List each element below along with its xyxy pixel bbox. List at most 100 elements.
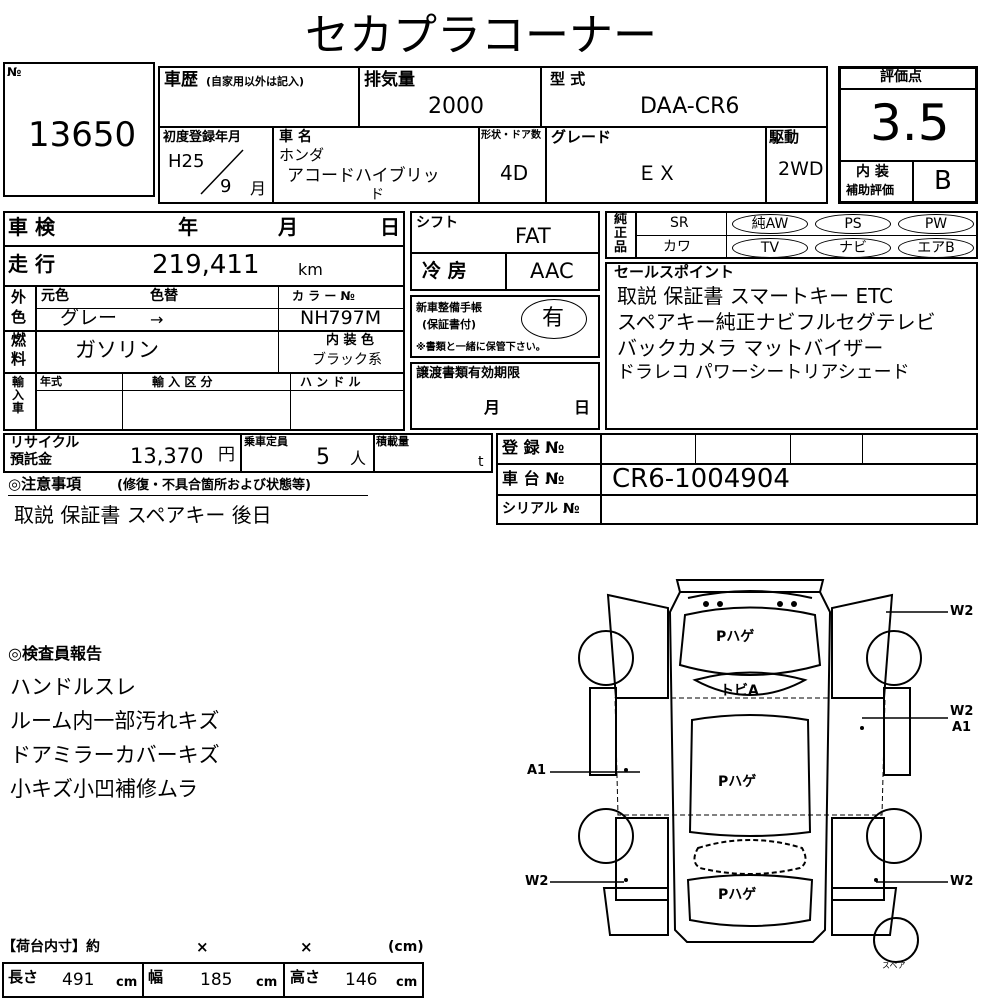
damage-hood: トビA [720,683,759,699]
drive-label: 駆動 [769,128,800,146]
first-reg-era: H25 [168,151,205,172]
model-value: DAA-CR6 [640,94,740,119]
fuel-label-2: 料 [11,350,27,368]
page-title: セカプラコーナー [305,10,657,61]
displacement-value: 2000 [428,94,484,119]
car-damage-diagram [550,579,948,963]
body-doors-value: 4D [500,161,529,185]
displacement-label: 排気量 [364,70,415,90]
first-reg-month: 9 [220,176,232,197]
warranty-box [410,295,600,358]
color-no-label: カ ラ ー № [292,289,355,303]
car-name-label: 車 名 [279,129,312,145]
damage-trunk: Pハゲ [718,887,757,903]
option-airbag: エアB [898,238,974,258]
damage-right-rear: W2 [950,874,974,889]
damage-left-side: A1 [527,763,547,778]
inspector-line-2: ルーム内一部汚れキズ [10,709,220,733]
mileage-label: 走 行 [8,252,55,276]
cargo-length-label: 長さ [8,968,39,986]
damage-left-rear: W2 [525,874,549,889]
fuel-label-1: 燃 [11,331,27,349]
grade-value: ＥＸ [637,161,677,185]
grade-label: グレード [551,128,612,146]
load-label: 積載量 [376,435,409,448]
inspection-year: 年 [178,215,198,239]
damage-roof-front: Pハゲ [716,629,755,645]
score-label: 評価点 [880,69,922,85]
orig-color-value: グレー [60,307,118,329]
body-doors-label: 形状・ドア数 [481,130,541,141]
cargo-width: 185 [200,970,233,990]
option-pw: PW [898,214,974,234]
option-aw: 純AW [732,214,808,234]
registration-box [496,433,978,525]
capacity-unit: 人 [350,449,367,468]
option-navi: ナビ [815,238,891,258]
transfer-label: 譲渡書類有効期限 [416,366,521,381]
interior-score: B [934,166,952,196]
score-box [838,66,978,204]
inspection-day: 日 [380,215,400,239]
damage-right-front: W2 [950,604,974,619]
score-value: 3.5 [870,94,950,152]
cargo-length: 491 [62,970,95,990]
import-type-label: 輸 入 区 分 [152,375,213,389]
recycle-box [3,433,493,473]
repaint-label: 色替 [150,288,178,304]
damage-right-mid-2: A1 [952,720,972,735]
fuel-value: ガソリン [75,338,159,362]
cargo-height-unit: cm [396,975,418,990]
warranty-circle [521,299,587,339]
chassis-no-label: 車 台 № [502,469,565,488]
sales-line-4: ドラレコ パワーシートリアシェード [617,362,910,383]
aircon-value: AAC [530,259,574,283]
damage-roof-mid: Pハゲ [718,774,757,790]
inspector-line-3: ドアミラーカバーキズ [10,743,220,767]
warranty-label-1: 新車整備手帳 [416,301,482,314]
history-label: 車歴 [164,70,198,90]
cargo-height: 146 [345,970,378,990]
cargo-width-label: 幅 [148,968,164,986]
options-box [605,211,978,259]
option-tv: TV [732,238,808,258]
car-name-line1: アコードハイブリッ [287,166,440,186]
recycle-label-2: 預託金 [10,452,52,468]
transfer-box [410,362,600,430]
recycle-label-1: リサイクル [10,435,80,451]
sales-label: セールスポイント [614,263,735,281]
transfer-day: 日 [574,398,591,417]
spare-label: スペア [882,961,906,970]
cargo-x2: × [300,938,313,956]
interior-label-2: 補助評価 [846,183,895,197]
warranty-value: 有 [542,306,565,331]
repaint-arrow: → [150,310,164,329]
sales-box [605,262,978,430]
cargo-box [2,962,424,998]
shift-value: FAT [515,224,551,248]
recycle-unit: 円 [218,445,235,465]
sales-line-1: 取説 保証書 スマートキー ETC [617,284,894,308]
cargo-label: 【荷台内寸】約 [2,939,100,955]
mileage-value: 219,411 [152,250,260,280]
option-ps: PS [815,214,891,234]
orig-color-label: 元色 [41,288,69,304]
interior-color-value: ブラック系 [312,352,382,368]
sales-line-3: バックカメラ マットバイザー [617,336,884,360]
mileage-unit: km [298,260,323,279]
inspector-label: ◎検査員報告 [8,644,102,663]
recycle-value: 13,370 [130,444,204,468]
option-sr: SR [670,215,689,231]
color-no-value: NH797M [300,307,382,329]
inspection-month: 月 [278,215,298,239]
cargo-x1: × [196,938,209,956]
model-label: 型 式 [550,70,586,88]
left-info-block [3,211,405,431]
history-note: (自家用以外は記入) [206,75,305,88]
damage-right-mid-1: W2 [950,704,974,719]
import-year-label: 年式 [40,375,62,388]
cargo-length-unit: cm [116,975,138,990]
car-maker: ホンダ [279,146,325,164]
vehicle-info-grid [158,66,828,204]
reg-no-label: 登 録 № [502,438,565,457]
